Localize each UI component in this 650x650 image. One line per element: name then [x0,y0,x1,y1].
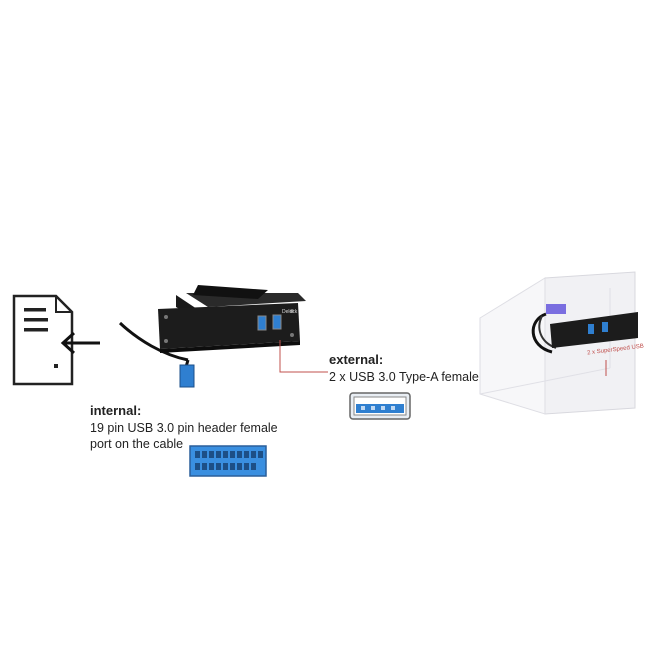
internal-description-line2: port on the cable [90,437,184,451]
internal-title: internal: [90,403,142,418]
external-description: 2 x USB 3.0 Type-A female [329,370,479,384]
installation-illustration [479,271,638,415]
product-photo [118,285,306,388]
internal-description-line1: 19 pin USB 3.0 pin header female [90,421,278,435]
external-callout-line [279,340,328,373]
usb-3-a-port-icon [349,392,411,420]
arrow-left-icon [60,331,100,355]
computer-document-icon [12,294,74,386]
external-title: external: [329,352,384,367]
pin-header-19-icon [189,445,267,477]
brand-label: Delock [282,309,298,315]
